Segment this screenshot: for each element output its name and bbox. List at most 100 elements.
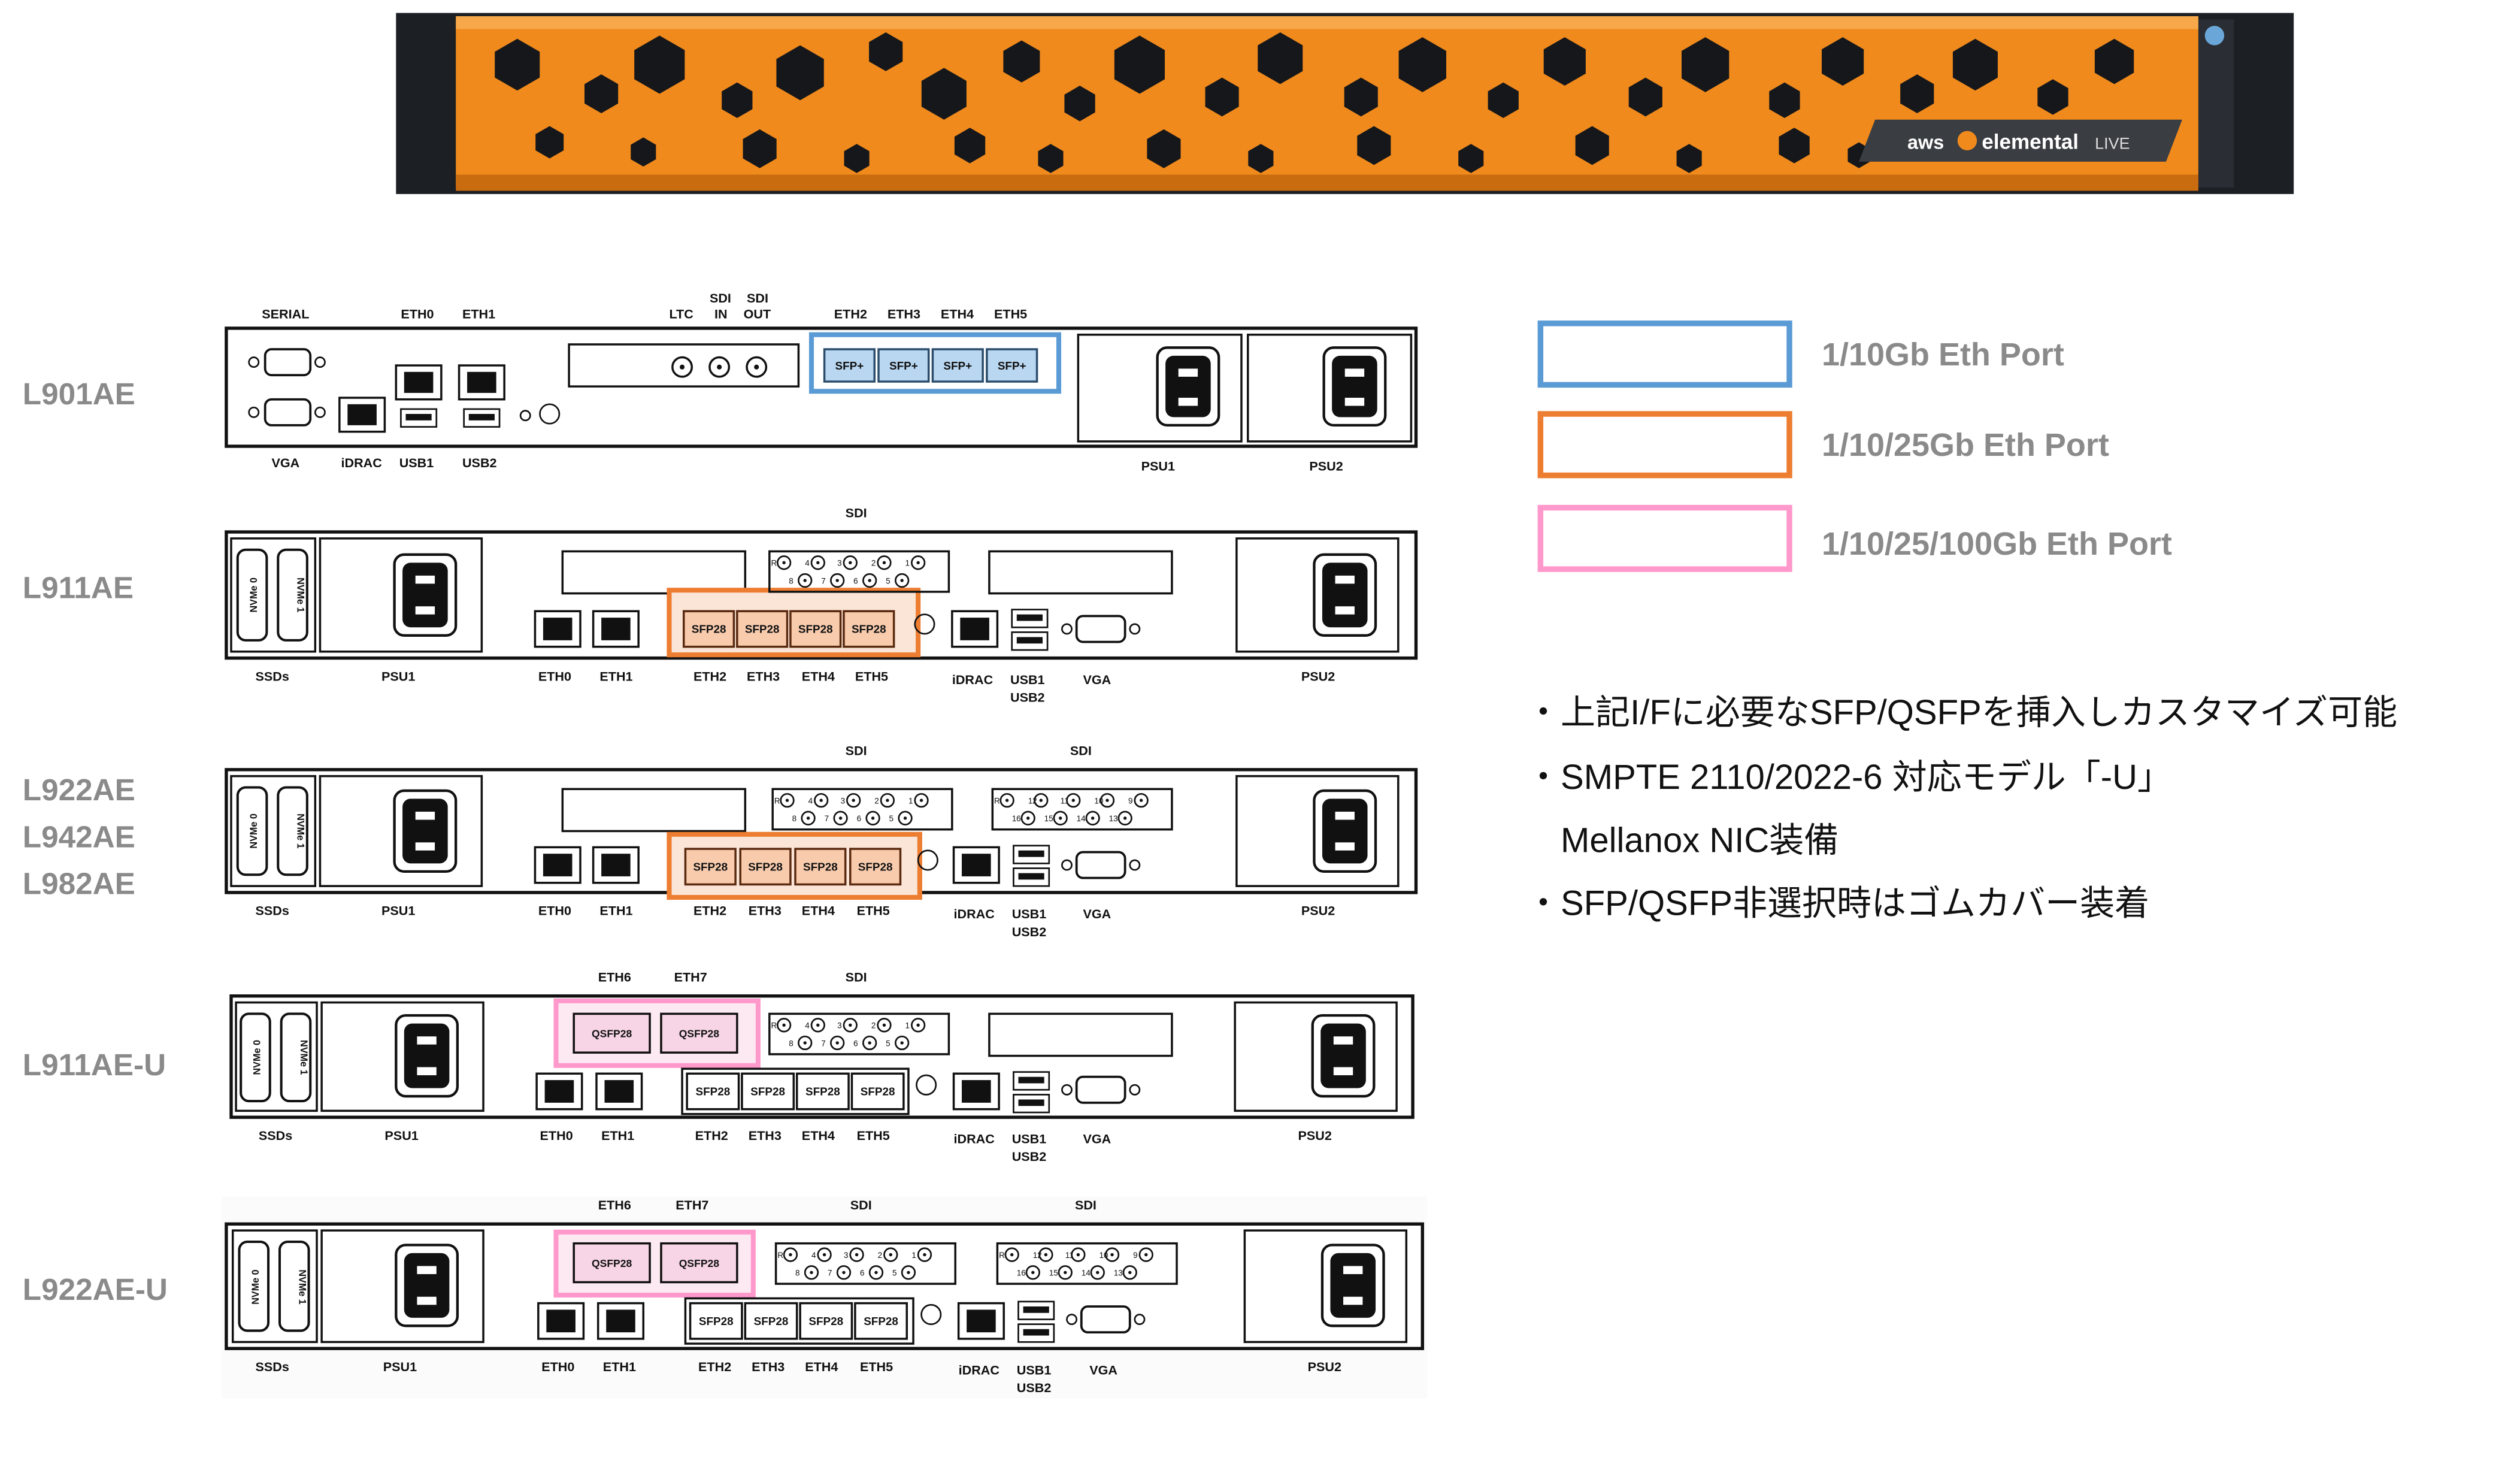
port-module-label: SFP28 — [693, 861, 728, 874]
usb-ports — [1013, 845, 1050, 887]
model-l901ae: L901AE SERIAL ETH0 ETH1 LTC SDI IN SDI O… — [23, 291, 1418, 473]
sdi-in-label-2: IN — [714, 307, 728, 322]
bnc-connectors — [671, 356, 768, 378]
front-bezel-photo: aws elemental LIVE — [396, 13, 2294, 194]
sdi-channel-number: 1 — [911, 1251, 916, 1260]
sdi-channel-number: 16 — [1012, 814, 1021, 823]
power-icon — [2204, 26, 2225, 46]
sdi-channel-number: 11 — [1061, 797, 1069, 806]
eth5-label: ETH5 — [857, 903, 890, 918]
port-module: QSFP28 — [573, 1242, 651, 1284]
svg-text:LIVE: LIVE — [2095, 134, 2130, 152]
aws-elemental-live-logo: aws elemental LIVE — [1859, 119, 2182, 162]
model-label: L901AE — [23, 377, 135, 411]
sdi-channel-number: 11 — [1065, 1251, 1074, 1260]
usb2-label: USB2 — [1010, 689, 1045, 704]
sdi-channel-number: 5 — [886, 576, 891, 585]
port-module-label: SFP28 — [858, 861, 893, 874]
nvme1-label: NVMe 1 — [296, 1269, 307, 1304]
pcie-slot — [988, 1012, 1173, 1057]
sfp-plus-ports: SFP+SFP+SFP+SFP+ — [823, 348, 1038, 383]
psu1 — [1077, 333, 1243, 443]
sdi-channel-number: 7 — [821, 1039, 825, 1048]
svg-text:elemental: elemental — [1982, 130, 2079, 153]
eth2-label: ETH2 — [834, 307, 867, 322]
port-module: SFP28 — [795, 1072, 850, 1111]
port-module: SFP28 — [689, 1302, 743, 1340]
model-l922ae-u: L922AE-U ETH6 ETH7 SDI SDI NVMe 0 NVMe 1… — [23, 1196, 1428, 1399]
sdi-channel-number: 4 — [808, 797, 813, 806]
eth1-port — [592, 846, 640, 884]
eth7-label: ETH7 — [674, 969, 707, 984]
psu1-label: PSU1 — [381, 669, 415, 683]
sdi-channel-number: 8 — [789, 1039, 793, 1048]
port-module-label: SFP28 — [699, 1315, 734, 1328]
sdi-channel-number: 2 — [874, 797, 879, 806]
nvme0-label: NVMe 0 — [249, 813, 259, 848]
sdi-channel-number: 3 — [844, 1251, 849, 1260]
sdi-channel-number: 7 — [828, 1269, 832, 1278]
eth3-label: ETH3 — [747, 669, 780, 683]
eth3-label: ETH3 — [752, 1359, 785, 1374]
eth5-label: ETH5 — [994, 307, 1027, 322]
sdi-channel-number: 8 — [795, 1269, 800, 1278]
model-label: L922AE-U — [23, 1272, 168, 1306]
eth-10g-highlight — [808, 332, 1062, 394]
psu1-label: PSU1 — [384, 1128, 418, 1143]
port-module-label: SFP+ — [943, 360, 972, 373]
eth6-label: ETH6 — [598, 969, 631, 984]
port-module: SFP+ — [931, 348, 984, 383]
ssd-bays: NVMe 0 NVMe 1 — [231, 1229, 318, 1344]
psu1 — [320, 1229, 484, 1344]
port-module-label: SFP28 — [798, 624, 833, 636]
port-module: SFP28 — [794, 848, 847, 886]
psu2-label: PSU2 — [1301, 669, 1335, 683]
port-module-label: QSFP28 — [679, 1257, 719, 1269]
port-module-label: QSFP28 — [679, 1028, 719, 1040]
usb-ports — [1011, 609, 1049, 651]
port-module: SFP28 — [683, 610, 735, 648]
idrac-port — [951, 610, 999, 648]
port-module: SFP28 — [789, 610, 842, 648]
sdi-channel-number: R — [771, 1021, 777, 1030]
port-module-label: SFP28 — [861, 1086, 895, 1099]
eth1-port — [592, 610, 640, 648]
eth2-label: ETH2 — [693, 669, 726, 683]
note-line: ・SMPTE 2110/2022-6 対応モデル「-U」 — [1526, 758, 2172, 797]
idrac-port — [957, 1302, 1005, 1340]
eth3-label: ETH3 — [749, 1128, 782, 1143]
sdi-out-label-2: OUT — [744, 307, 771, 322]
serial-port — [248, 348, 326, 377]
eth0-label: ETH0 — [538, 903, 571, 918]
sdi-channel-number: 14 — [1082, 1269, 1091, 1278]
vga-label: VGA — [1083, 906, 1111, 921]
eth1-label: ETH1 — [603, 1359, 636, 1374]
vga-port — [1061, 851, 1141, 879]
idrac-port — [338, 397, 386, 433]
sdi-channel-number: 6 — [853, 1039, 858, 1048]
eth1-label: ETH1 — [462, 307, 495, 322]
ssd-bays: NVMe 0 NVMe 1 — [230, 537, 317, 653]
psu2 — [1234, 1001, 1398, 1112]
sdi-channel-number: 13 — [1109, 814, 1118, 823]
eth2-label: ETH2 — [698, 1359, 731, 1374]
sdi-label: SDI — [846, 506, 867, 521]
sdi-channel-number: 4 — [811, 1251, 816, 1260]
sdi-channel-number: 9 — [1133, 1251, 1138, 1260]
ltc-label: LTC — [669, 307, 693, 322]
sdi-channel-number: 5 — [886, 1039, 891, 1048]
sdi-channel-number: 10 — [1094, 797, 1103, 806]
sdi-channel-number: 10 — [1099, 1251, 1108, 1260]
usb1-port — [400, 408, 438, 428]
port-module: QSFP28 — [660, 1242, 738, 1284]
vga-port — [1061, 615, 1141, 643]
chassis-outline — [225, 530, 1418, 660]
sdi-label: SDI — [846, 969, 867, 984]
sdi-channel-number: 6 — [857, 814, 862, 823]
